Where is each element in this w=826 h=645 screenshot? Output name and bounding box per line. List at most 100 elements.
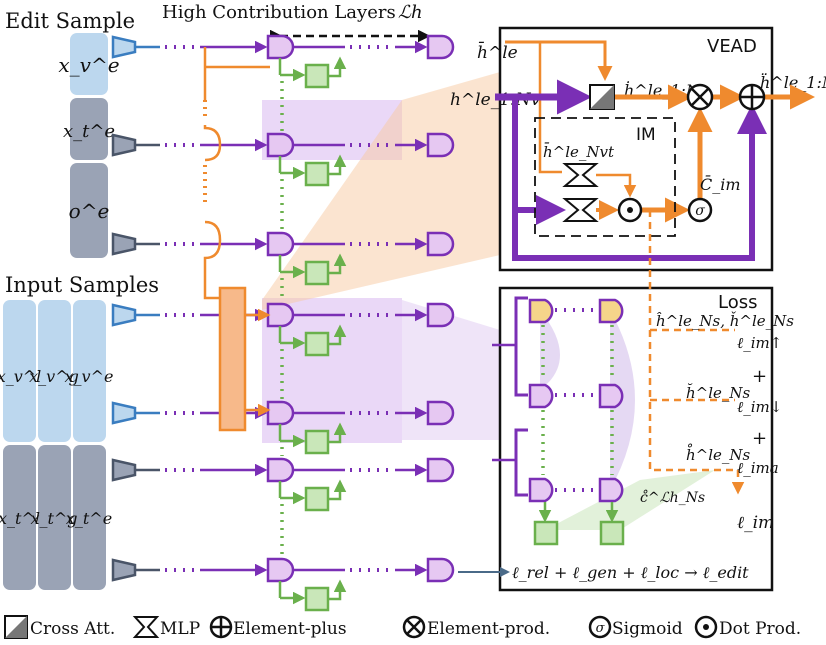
output-node — [426, 557, 455, 583]
dot-prod-icon — [694, 615, 718, 639]
dot-prod-icon — [617, 197, 643, 223]
input-samples-title: Input Samples — [5, 273, 159, 297]
vead-mlp-to-dot — [596, 173, 637, 198]
element-prod-icon — [686, 83, 714, 111]
input-block-xtl-label: x_t^l — [0, 509, 40, 528]
input-embed-icon — [111, 458, 137, 482]
input-block-xtg — [38, 445, 71, 590]
im-title: IM — [636, 125, 656, 145]
edit-block-xv — [70, 33, 108, 95]
input-block-xte-label: x_t^e — [66, 509, 112, 528]
vead-box — [498, 26, 774, 272]
legend: Cross Att. MLP Element-plus Element-prod… — [4, 615, 801, 639]
loss-plus-1: + — [752, 366, 767, 387]
zoom-wedge-purple — [402, 300, 500, 440]
loss-row1-loss: ℓ_im↑ — [737, 334, 782, 352]
legend-label-sigmoid: Sigmoid — [612, 619, 683, 639]
layer-node — [266, 400, 295, 426]
input-block-xve-label: x_v^e — [65, 367, 114, 386]
output-node — [426, 457, 455, 483]
layer-node — [266, 557, 295, 583]
high-contribution-symbol: ℒh — [398, 2, 423, 23]
loss-c-label: c̊^ℒh_Ns — [640, 489, 705, 506]
mlp-icon — [562, 163, 599, 187]
input-embed-icon — [111, 232, 137, 256]
input-block-xve — [73, 300, 106, 442]
vead-loop-purple — [512, 97, 767, 261]
output-node — [426, 302, 455, 328]
output-node — [426, 400, 455, 426]
vead-hbar-branch — [538, 42, 562, 174]
sigmoid-icon: σ — [687, 197, 713, 223]
vead-hbar-path — [505, 40, 613, 81]
legend-label-dot-prod: Dot Prod. — [719, 619, 801, 639]
gate-square — [304, 586, 330, 612]
high-contribution-title: High Contribution Layers — [162, 2, 396, 23]
gate-return — [328, 253, 347, 275]
loss-row2-label: h̆^le_Ns — [686, 384, 751, 402]
edit-block-oe — [70, 163, 108, 258]
vead-to-loss-dashed — [648, 210, 745, 495]
input-embed-icon — [111, 133, 137, 157]
input-embed-icon — [111, 35, 137, 59]
edit-block-xt-label: x_t^e — [63, 121, 115, 142]
mlp-icon — [132, 616, 160, 638]
input-block-xte — [73, 445, 106, 590]
gate-return — [328, 324, 347, 346]
input-block-xvg — [38, 300, 71, 442]
gate-return — [328, 154, 347, 176]
orange-routing — [203, 47, 271, 417]
input-block-xtg-label: x_t^g — [30, 509, 77, 528]
input-embed-icon — [111, 303, 137, 327]
element-plus-icon — [209, 615, 233, 639]
input-block-xtl — [3, 445, 36, 590]
loss-inner-diagram — [492, 296, 715, 546]
element-prod-icon — [402, 615, 426, 639]
output-node — [426, 231, 455, 257]
layer-node — [266, 457, 295, 483]
svg-text:σ: σ — [695, 203, 705, 219]
mlp-icon — [562, 198, 599, 222]
gate-square — [304, 331, 330, 357]
vead-c-im: C̄_im — [700, 173, 741, 194]
element-plus-icon — [738, 83, 766, 111]
layer-node — [266, 34, 295, 60]
vead-h-bar: h̄^le — [477, 40, 518, 63]
edit-block-xv-label: x_v^e — [58, 53, 119, 77]
loss-row3-loss: ℓ_ima — [737, 459, 779, 477]
im-box — [534, 117, 676, 237]
gate-square — [304, 161, 330, 187]
input-block-xvl-label: x_v^l — [0, 367, 41, 386]
edit-block-oe-label: o^e — [69, 199, 110, 223]
bottom-loss-label: ℓ_rel + ℓ_gen + ℓ_loc → ℓ_edit — [512, 563, 749, 582]
loss-row2-loss: ℓ_im↓ — [737, 398, 782, 416]
loss-plus-2: + — [752, 428, 767, 449]
sigmoid-icon: σ — [588, 615, 612, 639]
legend-label-cross-att: Cross Att. — [30, 619, 115, 639]
gate-return — [328, 579, 347, 601]
input-block-xvl — [3, 300, 36, 442]
layer-node — [266, 231, 295, 257]
vead-h-ddot: ḧ^le_1:Nv — [760, 72, 826, 92]
edit-block-xt — [70, 98, 108, 160]
vead-title: VEAD — [707, 36, 757, 57]
gate-square — [304, 429, 330, 455]
cross-att-icon — [4, 615, 28, 639]
gate-return — [328, 56, 347, 78]
layer-node — [266, 132, 295, 158]
input-embed-icon — [111, 558, 137, 582]
svg-text:σ: σ — [596, 621, 606, 636]
input-block-xvg-label: x_v^g — [29, 367, 79, 386]
loss-row3-label: h̊^le_Ns — [686, 444, 751, 464]
aggregation-block — [218, 286, 247, 432]
loss-title: Loss — [718, 292, 757, 313]
layer-rows — [111, 34, 455, 612]
edit-sample-title: Edit Sample — [5, 9, 135, 33]
gate-square — [304, 260, 330, 286]
vead-h-bar-nvt: h̄^le_Nvt — [543, 143, 615, 161]
gate-return — [328, 479, 347, 501]
layer-node — [266, 302, 295, 328]
loss-total: ℓ_im — [737, 513, 774, 533]
gate-square — [304, 486, 330, 512]
